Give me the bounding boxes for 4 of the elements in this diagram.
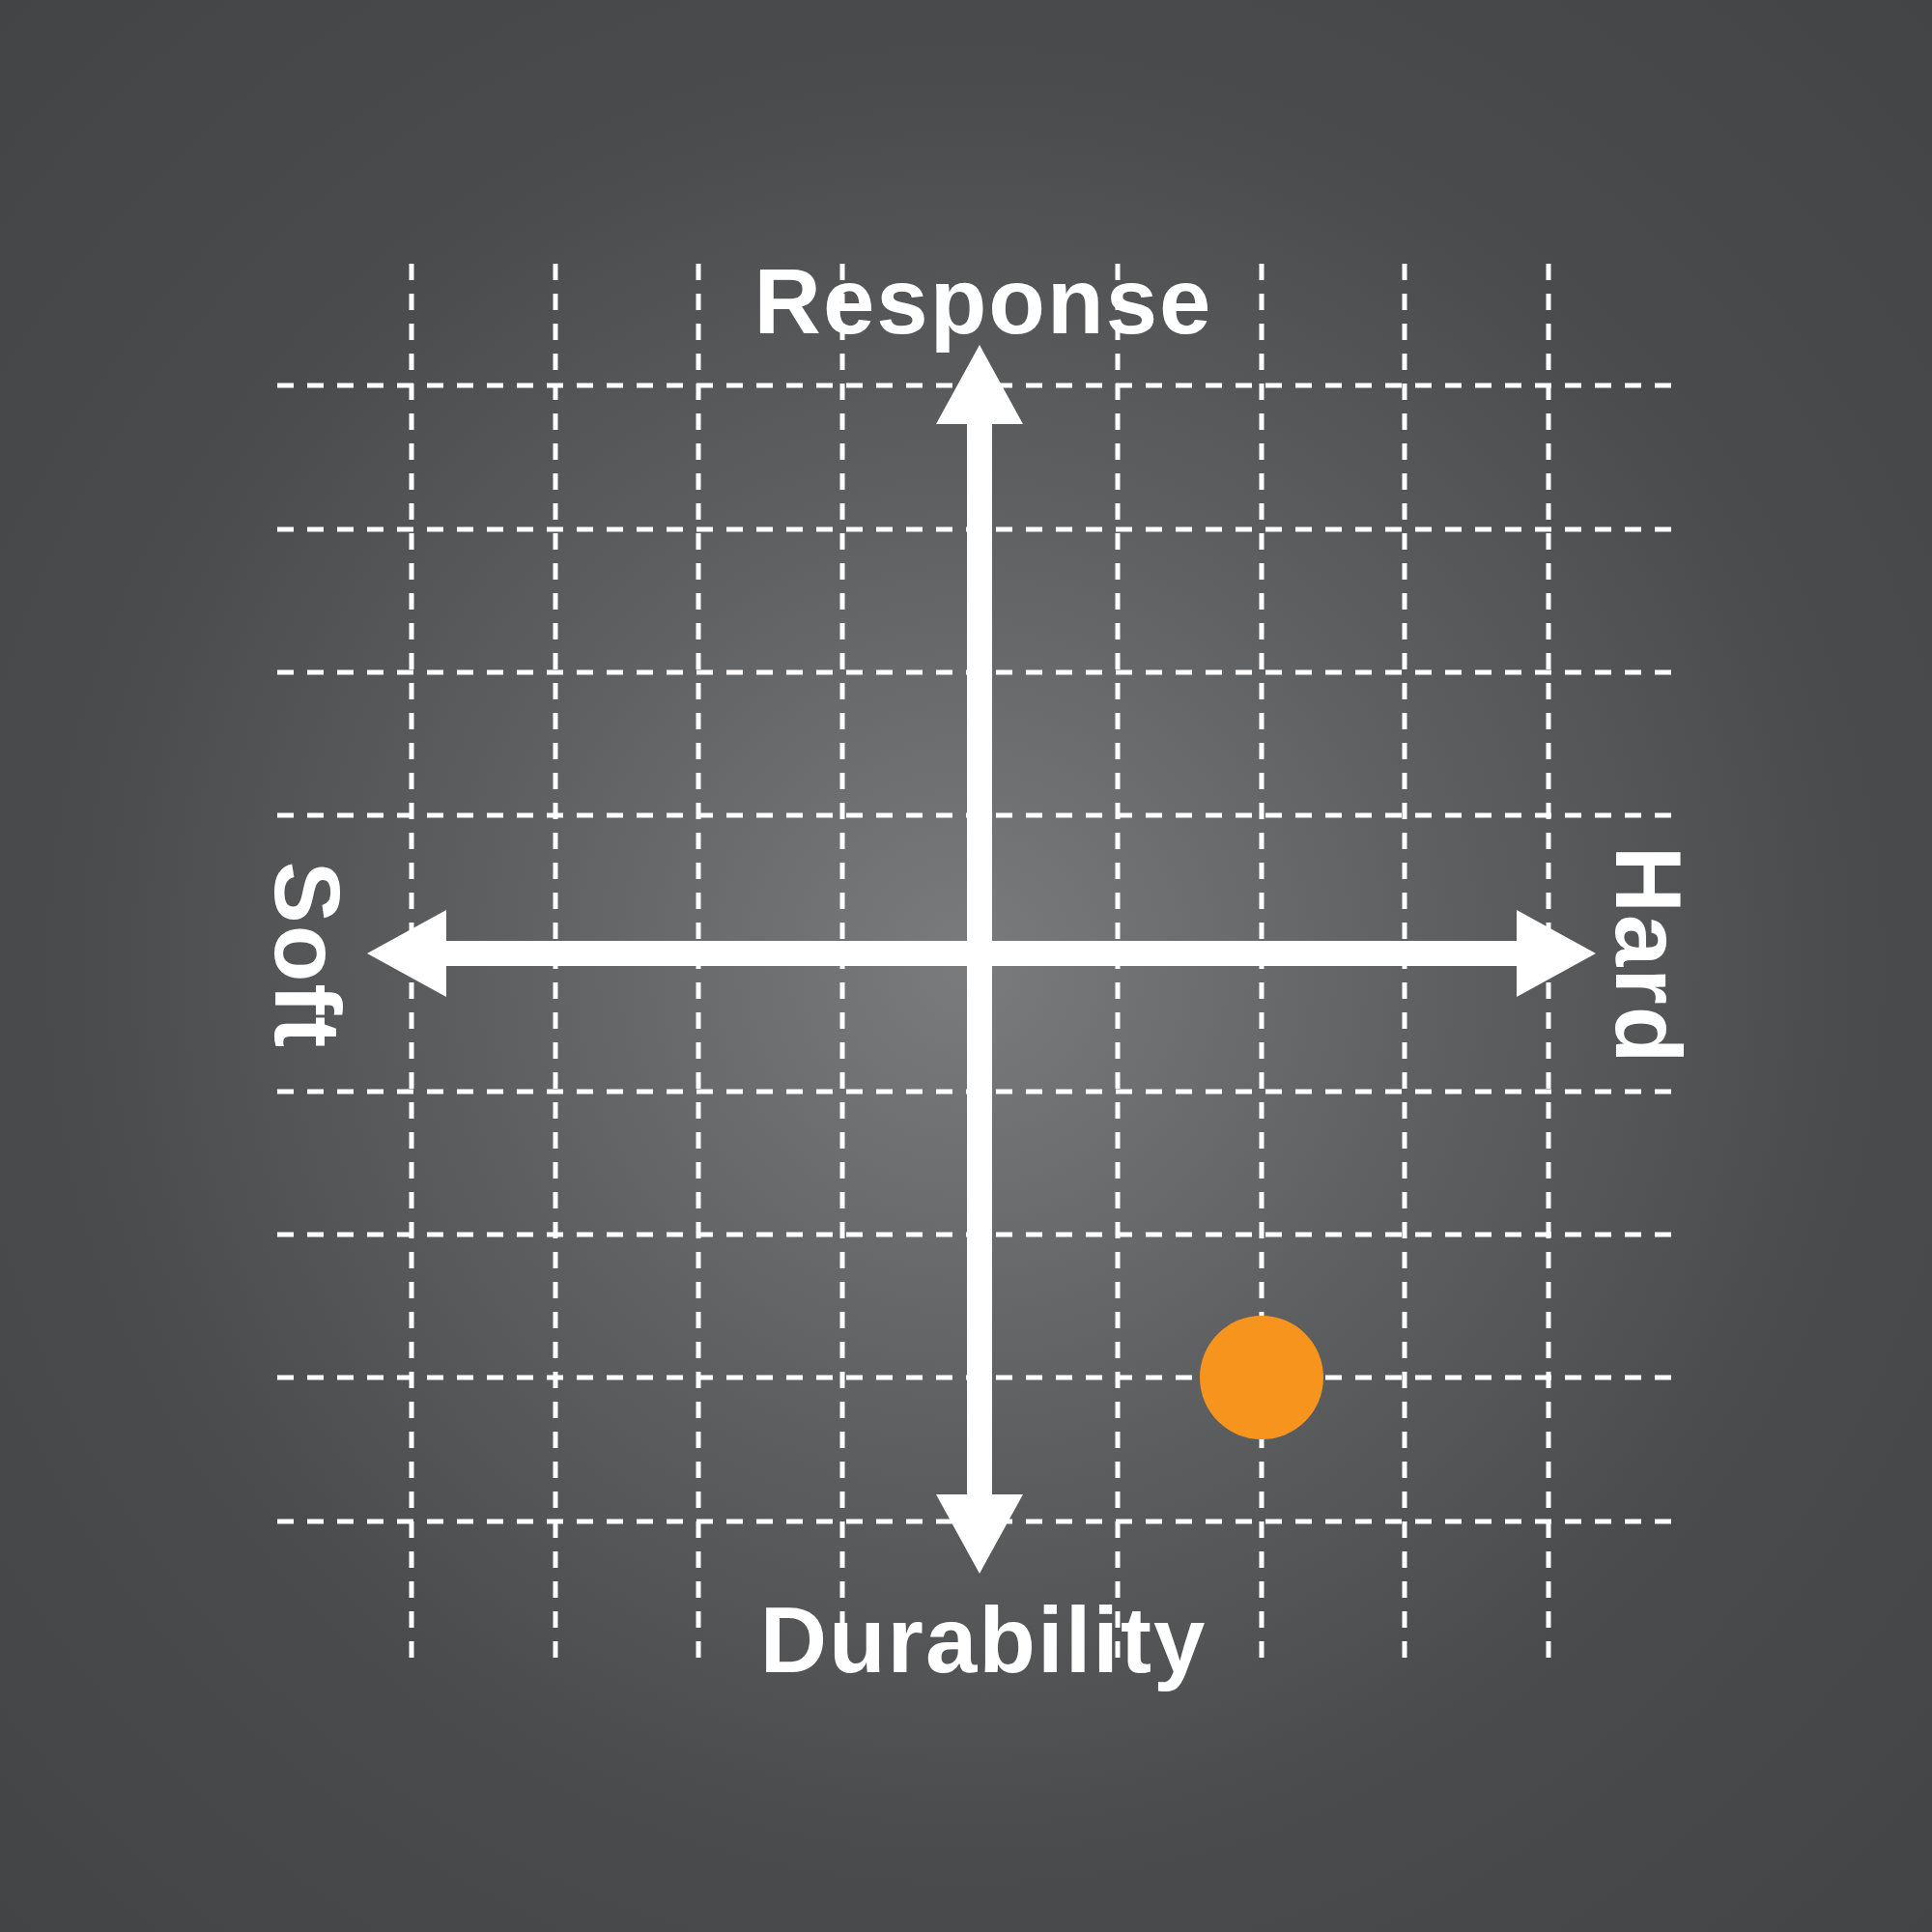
- axis-label: Hard: [1596, 844, 1701, 1067]
- axis-label: Durability: [758, 1587, 1208, 1693]
- axis-label: Soft: [255, 860, 360, 1052]
- axis-label: Response: [753, 248, 1214, 355]
